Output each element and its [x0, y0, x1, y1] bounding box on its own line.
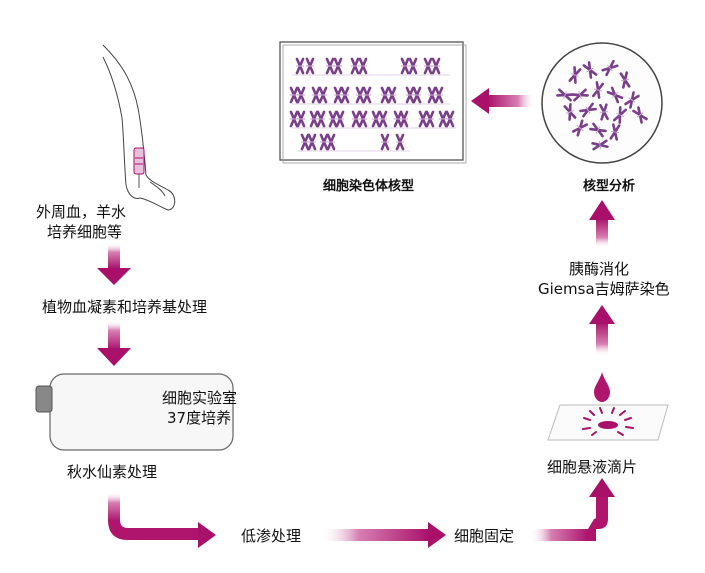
arrow-right-1: [108, 492, 216, 548]
arrow-down-1: [97, 243, 131, 285]
arrow-left-1: [471, 88, 535, 114]
arrow-up-2: [589, 305, 615, 356]
arrow-down-2: [97, 320, 131, 366]
label-digest-line1: 胰酶消化: [569, 260, 630, 278]
metaphase-spread-illustration: [541, 42, 663, 164]
label-hypotonic: 低渗处理: [241, 527, 302, 545]
arm-syringe-illustration: [102, 44, 176, 211]
label-blood-source-line2: 培养细胞等: [47, 223, 123, 241]
karyotype-card-illustration: [279, 41, 467, 164]
slide-drop-illustration: [547, 372, 669, 441]
label-culture-line2: 37度培养: [167, 409, 232, 427]
arrow-up-1: [530, 478, 615, 541]
label-drop-slide: 细胞悬液滴片: [547, 458, 638, 476]
label-colchicine: 秋水仙素处理: [67, 463, 158, 481]
arrow-up-3: [589, 200, 615, 248]
label-fixation: 细胞固定: [454, 527, 515, 545]
label-karyotype-analysis: 核型分析: [583, 179, 636, 194]
label-culture-line1: 细胞实验室: [162, 389, 238, 407]
label-blood-source-line1: 外周血，羊水: [36, 203, 127, 221]
label-karyotype-result: 细胞染色体核型: [323, 179, 415, 194]
culture-flask-illustration: [35, 373, 234, 451]
label-pha-treatment: 植物血凝素和培养基处理: [42, 298, 208, 316]
label-digest-line2: Giemsa吉姆萨染色: [538, 280, 670, 298]
arrow-right-2: [320, 522, 446, 548]
